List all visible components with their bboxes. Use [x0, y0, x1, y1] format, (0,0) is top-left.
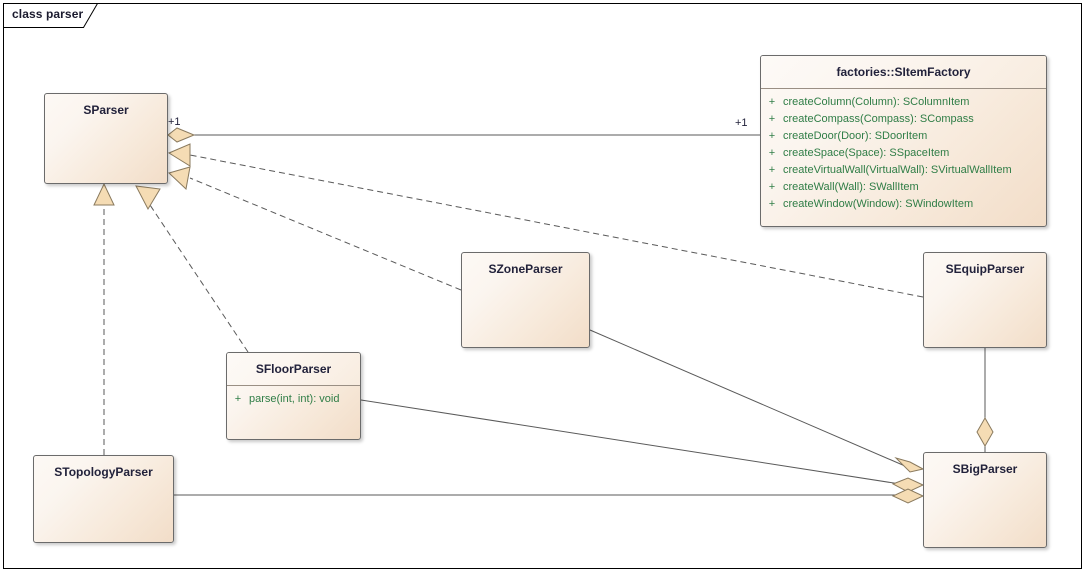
frame-label: class parser: [12, 7, 84, 21]
class-operations-sfloorparser: + parse(int, int): void: [227, 386, 360, 414]
class-title-sbigparser: SBigParser: [952, 462, 1018, 476]
multiplicity-label-sitemfactory: +1: [735, 117, 748, 129]
visibility-marker: +: [768, 164, 776, 176]
class-title-stopologyparser: STopologyParser: [54, 465, 153, 479]
visibility-marker: +: [768, 113, 776, 125]
operation-signature: createWall(Wall): SWallItem: [783, 181, 919, 193]
operation-signature: createWindow(Window): SWindowItem: [783, 198, 974, 210]
visibility-marker: +: [768, 181, 776, 193]
visibility-marker: +: [234, 393, 242, 405]
visibility-marker: +: [768, 147, 776, 159]
class-title-szoneparser: SZoneParser: [488, 262, 563, 276]
multiplicity-label-sparser: +1: [168, 116, 181, 128]
operation-row[interactable]: + createSpace(Space): SSpaceItem: [761, 145, 1046, 162]
frame-tab: class parser: [3, 3, 98, 28]
class-title-sequipparser: SEquipParser: [945, 262, 1025, 276]
operation-signature: createSpace(Space): SSpaceItem: [783, 147, 950, 159]
operation-signature: createCompass(Compass): SCompass: [783, 113, 974, 125]
operation-signature: createVirtualWall(VirtualWall): SVirtual…: [783, 164, 1012, 176]
class-title-sitemfactory: factories::SItemFactory: [761, 56, 1046, 89]
class-box-sparser[interactable]: SParser: [44, 93, 168, 184]
diagram-frame: [3, 3, 1082, 569]
class-title-sparser: SParser: [83, 103, 129, 117]
class-title-sfloorparser: SFloorParser: [227, 353, 360, 386]
class-box-stopologyparser[interactable]: STopologyParser: [33, 455, 174, 543]
operation-row[interactable]: + createCompass(Compass): SCompass: [761, 111, 1046, 128]
operation-row[interactable]: + createWindow(Window): SWindowItem: [761, 196, 1046, 213]
class-box-sitemfactory[interactable]: factories::SItemFactory + createColumn(C…: [760, 55, 1047, 227]
class-box-sequipparser[interactable]: SEquipParser: [923, 252, 1047, 348]
operation-signature: parse(int, int): void: [249, 393, 340, 405]
frame-tab-shape: [3, 3, 98, 28]
visibility-marker: +: [768, 96, 776, 108]
operation-row[interactable]: + createDoor(Door): SDoorItem: [761, 128, 1046, 145]
visibility-marker: +: [768, 130, 776, 142]
class-operations-sitemfactory: + createColumn(Column): SColumnItem + cr…: [761, 89, 1046, 219]
operation-row[interactable]: + parse(int, int): void: [227, 391, 360, 408]
visibility-marker: +: [768, 198, 776, 210]
operation-row[interactable]: + createVirtualWall(VirtualWall): SVirtu…: [761, 162, 1046, 179]
class-box-sfloorparser[interactable]: SFloorParser + parse(int, int): void: [226, 352, 361, 440]
operation-signature: createColumn(Column): SColumnItem: [783, 96, 970, 108]
class-box-sbigparser[interactable]: SBigParser: [923, 452, 1047, 548]
operation-signature: createDoor(Door): SDoorItem: [783, 130, 928, 142]
operation-row[interactable]: + createColumn(Column): SColumnItem: [761, 94, 1046, 111]
operation-row[interactable]: + createWall(Wall): SWallItem: [761, 179, 1046, 196]
class-box-szoneparser[interactable]: SZoneParser: [461, 252, 590, 348]
